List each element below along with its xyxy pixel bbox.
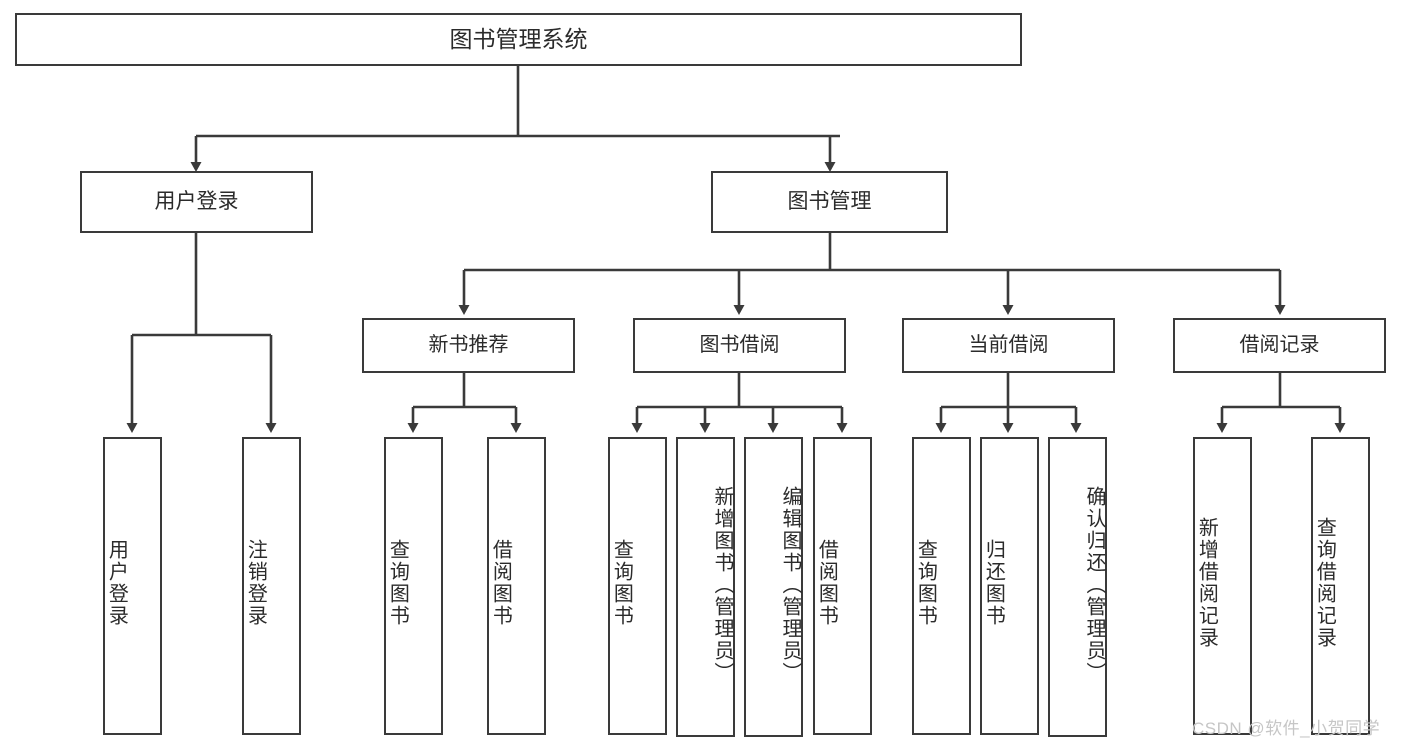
leaf-query-book-borrow[interactable]: 查询图书 xyxy=(608,437,667,735)
leaf-borrow-book-recommend[interactable]: 借阅图书 xyxy=(487,437,546,735)
node-book-management[interactable]: 图书管理 xyxy=(711,171,948,233)
leaf-edit-book-admin[interactable]: 编辑图书（管理员） xyxy=(744,437,803,737)
leaf-query-book-current[interactable]: 查询图书 xyxy=(912,437,971,735)
node-new-book-recommend[interactable]: 新书推荐 xyxy=(362,318,575,373)
node-label: 新增借阅记录 xyxy=(1195,517,1218,649)
node-label: 借阅图书 xyxy=(815,539,838,627)
node-label: 图书借阅 xyxy=(699,334,780,357)
node-label: 查询图书 xyxy=(914,539,937,627)
leaf-return-book[interactable]: 归还图书 xyxy=(980,437,1039,735)
node-book-borrow[interactable]: 图书借阅 xyxy=(633,318,846,373)
leaf-logout-login[interactable]: 注销登录 xyxy=(242,437,301,735)
node-label: 用户登录 xyxy=(154,190,239,214)
leaf-query-borrow-record[interactable]: 查询借阅记录 xyxy=(1311,437,1370,735)
leaf-borrow-book[interactable]: 借阅图书 xyxy=(813,437,872,735)
node-label: 新书推荐 xyxy=(428,334,509,357)
node-label: 借阅记录 xyxy=(1239,334,1320,357)
node-label: 图书管理 xyxy=(787,190,872,214)
csdn-watermark: CSDN @软件_小贺同学 xyxy=(1192,719,1381,738)
node-label: 查询图书 xyxy=(386,539,409,627)
leaf-query-book-recommend[interactable]: 查询图书 xyxy=(384,437,443,735)
node-label: 借阅图书 xyxy=(489,539,512,627)
node-current-borrow[interactable]: 当前借阅 xyxy=(902,318,1115,373)
node-label: 编辑图书（管理员） xyxy=(779,486,801,684)
leaf-user-login[interactable]: 用户登录 xyxy=(103,437,162,735)
node-label: 图书管理系统 xyxy=(449,25,588,52)
node-user-login[interactable]: 用户登录 xyxy=(80,171,313,233)
node-label: 归还图书 xyxy=(982,539,1005,627)
node-label: 查询图书 xyxy=(610,539,633,627)
node-label: 用户登录 xyxy=(105,539,128,627)
node-label: 查询借阅记录 xyxy=(1313,517,1336,649)
node-label: 新增图书（管理员） xyxy=(711,486,733,684)
node-label: 当前借阅 xyxy=(968,334,1049,357)
leaf-add-book-admin[interactable]: 新增图书（管理员） xyxy=(676,437,735,737)
leaf-add-borrow-record[interactable]: 新增借阅记录 xyxy=(1193,437,1252,735)
node-root-library-system[interactable]: 图书管理系统 xyxy=(15,13,1022,66)
node-label: 注销登录 xyxy=(244,539,267,627)
node-label: 确认归还（管理员） xyxy=(1083,486,1105,684)
node-borrow-record[interactable]: 借阅记录 xyxy=(1173,318,1386,373)
leaf-confirm-return-admin[interactable]: 确认归还（管理员） xyxy=(1048,437,1107,737)
